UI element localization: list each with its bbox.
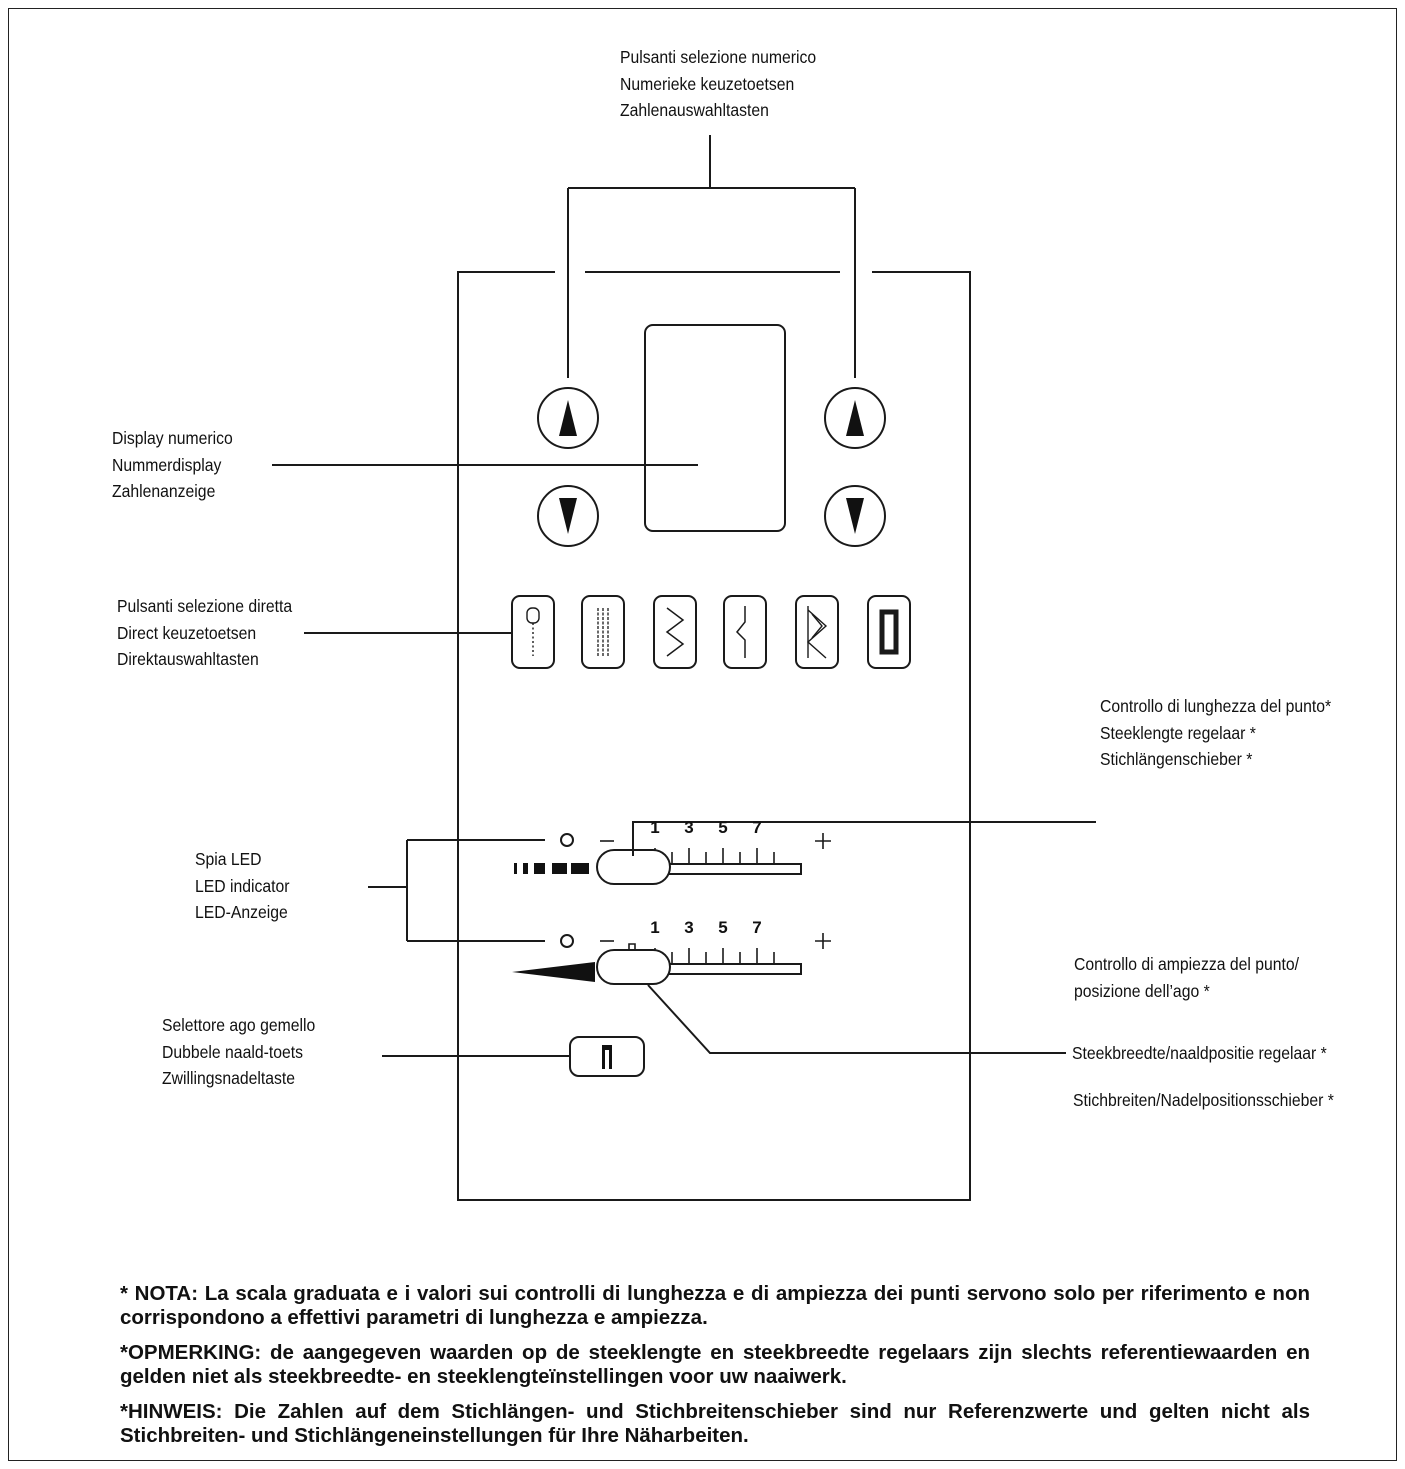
scale-tick-label: 1 [650,918,659,937]
left-down-button[interactable] [537,485,599,547]
scale-tick-label: 3 [684,918,693,937]
right-down-button[interactable] [824,485,886,547]
wedge-icon [512,962,595,982]
arrow-up-icon [846,400,864,436]
zigzag-stitch-icon [665,607,685,657]
label-stitch-length: Controllo di lunghezza del punto* Steekl… [1100,696,1332,769]
dashed-line-icon [514,863,589,874]
stitch-width-track [655,963,802,975]
label-stitch-width-it: Controllo di ampiezza del punto/ posizio… [1074,954,1300,1001]
left-up-button[interactable] [537,387,599,449]
direct-button-3[interactable] [653,595,697,669]
direct-button-6[interactable] [867,595,911,669]
twin-needle-button[interactable] [569,1036,645,1077]
led-stitch-length [560,833,574,847]
leader-numeric-buttons [567,135,856,378]
triple-straight-stitch-icon [597,608,609,656]
label-led: Spia LED LED indicator LED-Anzeige [195,849,290,922]
scale-tick-label: 5 [718,918,727,937]
satin-block-stitch-icon [879,609,899,655]
blind-hem-stitch-icon [735,606,746,658]
right-up-button[interactable] [824,387,886,449]
note-nl: *OPMERKING: de aangegeven waarden op de … [120,1341,1310,1388]
panel-outline [457,271,971,1201]
stitch-length-ticks [654,848,775,864]
leader-stitch-length-path [632,821,1096,856]
scale-tick-label: 1 [650,818,659,837]
scale-tick-label: 3 [684,818,693,837]
buttonhole-stitch-icon [526,607,540,656]
page-frame [8,8,1397,1461]
label-stitch-width-nl: Steekbreedte/naaldpositie regelaar * [1072,1043,1327,1063]
numeric-display [644,324,786,532]
label-stitch-width-de: Stichbreiten/Nadelpositionsschieber * [1073,1090,1334,1110]
arrow-down-icon [559,498,577,534]
note-de: *HINWEIS: Die Zahlen auf dem Stichlängen… [120,1400,1310,1447]
direct-button-4[interactable] [723,595,767,669]
control-panel-diagram: 1 3 5 7 1 3 5 7 [272,135,1096,1201]
label-twin-needle: Selettore ago gemello Dubbele naald-toet… [162,1015,316,1088]
stitch-width-slider-knob[interactable] [596,943,671,985]
led-stitch-width [560,934,574,948]
triple-zigzag-stitch-icon [806,606,828,659]
leader-stitch-width [647,984,1066,1054]
direct-button-2[interactable] [581,595,625,669]
label-direct-buttons: Pulsanti selezione diretta Direct keuzet… [117,596,293,669]
twin-needle-icon [602,1045,612,1069]
note-it: * NOTA: La scala graduata e i valori sui… [120,1282,1310,1329]
direct-button-1[interactable] [511,595,555,669]
label-display: Display numerico Nummerdisplay Zahlenanz… [112,428,233,501]
leader-led [368,839,545,942]
direct-button-5[interactable] [795,595,839,669]
scale-tick-label: 5 [718,818,727,837]
arrow-down-icon [846,498,864,534]
notes-section: * NOTA: La scala graduata e i valori sui… [120,1282,1310,1459]
stitch-width-ticks [654,948,775,964]
stitch-length-track [655,863,802,875]
scale-tick-label: 7 [752,818,761,837]
label-numeric-buttons: Pulsanti selezione numerico Numerieke ke… [620,47,817,120]
scale-tick-label: 7 [752,918,761,937]
arrow-up-icon [559,400,577,436]
